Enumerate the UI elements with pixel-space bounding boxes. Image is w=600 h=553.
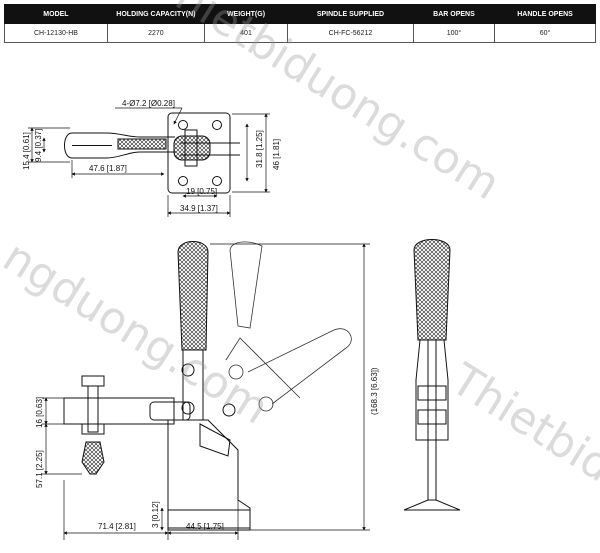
base-body: [167, 419, 251, 531]
dim-3: 3 [0.12]: [151, 501, 160, 528]
side-arm: [63, 397, 175, 425]
spindle-tip: [81, 441, 105, 475]
cell-bar-opens: 100°: [412, 23, 496, 43]
mount-hole: [212, 176, 222, 186]
watermark: Thietbid: [441, 354, 600, 493]
cell-holding-capacity: 2270: [106, 23, 205, 43]
top-view-dimensions: [28, 107, 270, 217]
dim-44-5: 44.5 [1.75]: [186, 522, 224, 531]
dim-holes: 4-Ø7.2 [Ø0.28]: [122, 99, 175, 108]
pivot-block: [184, 129, 198, 167]
mount-hole: [178, 176, 188, 186]
spindle-nut: [81, 423, 105, 435]
base-plate: [167, 112, 231, 194]
pivot-pin: [181, 401, 195, 415]
dim-9-4: 9.4 [0.37]: [34, 129, 43, 162]
handle-open-position: [225, 241, 352, 412]
watermark: Thietbiduong.com: [143, 0, 508, 210]
dim-34-9: 34.9 [1.37]: [180, 204, 218, 213]
front-view: [403, 239, 461, 511]
cell-weight: 401: [203, 23, 289, 43]
side-handle-grip: [177, 241, 209, 351]
cell-spindle: CH-FC-56212: [287, 23, 414, 43]
col-holding-capacity: HOLDING CAPACITY(N): [106, 4, 205, 24]
dim-168-3: (168.3 [6.63]): [370, 367, 379, 415]
dim-31-8: 31.8 [1.25]: [255, 130, 264, 168]
col-bar-opens: BAR OPENS: [412, 4, 496, 24]
dim-19: 19 [0.75]: [186, 187, 217, 196]
arm-rib: [117, 138, 167, 150]
mount-hole: [178, 120, 188, 130]
dim-47-6: 47.6 [1.87]: [89, 164, 127, 173]
cell-handle-opens: 60°: [494, 23, 596, 43]
pivot-pin: [222, 403, 236, 417]
dim-57-1: 57.1 [2.25]: [35, 450, 44, 488]
side-view: [63, 241, 352, 531]
dim-46: 46 [1.81]: [272, 139, 281, 170]
dim-15-4: 15.4 [0.61]: [22, 132, 31, 170]
clamp-arm: [64, 132, 175, 159]
col-handle-opens: HANDLE OPENS: [494, 4, 596, 24]
spec-row: CH-12130-HB 2270 401 CH-FC-56212 100° 60…: [4, 23, 596, 43]
dim-16: 16 [0.63]: [35, 397, 44, 428]
mount-hole: [212, 120, 222, 130]
dim-71-4: 71.4 [2.81]: [98, 522, 136, 531]
pivot-pin: [181, 363, 195, 377]
spindle-nut: [81, 375, 105, 387]
front-linkage: [415, 339, 449, 441]
spec-table: MODEL HOLDING CAPACITY(N) WEIGHT(g) SPIN…: [4, 4, 596, 43]
front-handle-grip: [413, 239, 451, 341]
handle-grip: [173, 135, 211, 161]
top-view: [64, 112, 240, 194]
front-base: [403, 499, 461, 511]
side-view-dimensions: [42, 243, 370, 540]
col-model: MODEL: [4, 4, 108, 24]
